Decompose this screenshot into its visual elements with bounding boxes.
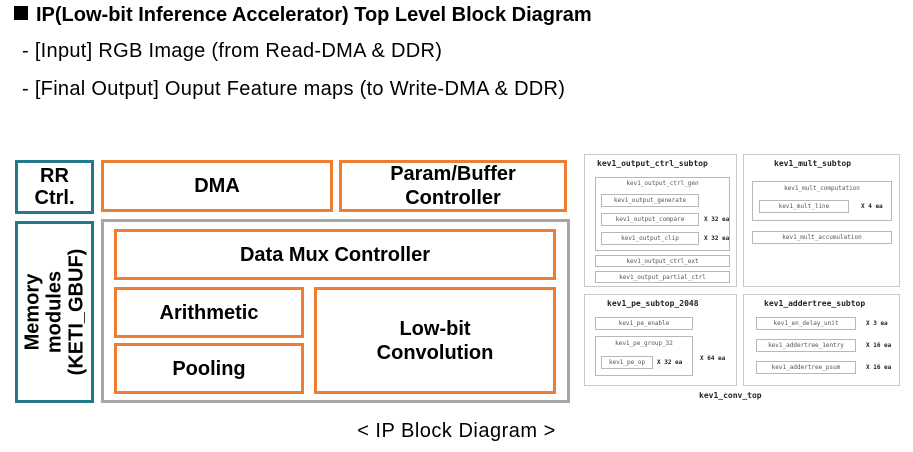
pe-group-32: kev1_pe_group_32 kev1_pe_op X 32 ea <box>595 336 693 376</box>
rr-ctrl-block: RR Ctrl. <box>15 160 94 214</box>
mult-subtop-panel: kev1_mult_subtop kev1_mult_computation k… <box>743 154 900 287</box>
dma-label: DMA <box>194 175 240 197</box>
mult-computation-title: kev1_mult_computation <box>784 185 860 192</box>
lowbit-convolution-label: Low-bit Convolution <box>376 317 494 364</box>
arithmetic-block: Arithmetic <box>114 287 304 338</box>
slide-title-text: IP(Low-bit Inference Accelerator) Top Le… <box>36 4 592 26</box>
mult-accumulation-box: kev1_mult_accumulation <box>752 231 892 244</box>
en-delay-multiplier: X 3 ea <box>866 320 888 327</box>
en-delay-unit-box: kev1_en_delay_unit <box>756 317 856 330</box>
param-buffer-block: Param/Buffer Controller <box>339 160 567 212</box>
slide-title: IP(Low-bit Inference Accelerator) Top Le… <box>14 4 592 27</box>
addertree-subtop-panel: kev1_addertree_subtop kev1_en_delay_unit… <box>743 294 900 386</box>
input-bullet: - [Input] RGB Image (from Read-DMA & DDR… <box>22 40 443 62</box>
addertree-psum-multiplier: X 16 ea <box>866 364 892 371</box>
mult-line-multiplier: X 4 ea <box>861 203 883 210</box>
pe-op-multiplier: X 32 ea <box>657 359 683 366</box>
output-compare-multiplier: X 32 ea <box>704 216 730 223</box>
mult-subtop-title: kev1_mult_subtop <box>774 159 852 168</box>
memory-modules-block: Memory modules (KETI_GBUF) <box>15 221 94 403</box>
lowbit-convolution-block: Low-bit Convolution <box>314 287 556 394</box>
dma-block: DMA <box>101 160 333 212</box>
output-partial-ctrl-box: kev1_output_partial_ctrl <box>595 271 730 283</box>
addertree-1entry-box: kev1_addertree_1entry <box>756 339 856 352</box>
rtl-hierarchy-diagram: kev1_output_ctrl_subtop kev1_output_ctrl… <box>581 151 903 403</box>
pe-subtop-title: kev1_pe_subtop_2048 <box>607 299 699 308</box>
pooling-label: Pooling <box>172 357 246 380</box>
square-bullet-icon <box>14 6 28 20</box>
data-mux-label: Data Mux Controller <box>239 243 431 266</box>
mult-line-box: kev1_mult_line <box>759 200 849 213</box>
output-ctrl-gen-group: kev1_output_ctrl_gen kev1_output_generat… <box>595 177 730 251</box>
output-ctrl-gen-title: kev1_output_ctrl_gen <box>626 180 699 187</box>
output-clip-box: kev1_output_clip <box>601 232 699 245</box>
param-buffer-label: Param/Buffer Controller <box>390 163 516 209</box>
rr-ctrl-label: RR Ctrl. <box>34 165 75 209</box>
pe-subtop-panel: kev1_pe_subtop_2048 kev1_pe_enable kev1_… <box>584 294 737 386</box>
output-bullet: - [Final Output] Ouput Feature maps (to … <box>22 78 566 100</box>
pe-group-title: kev1_pe_group_32 <box>615 340 673 347</box>
output-generate-box: kev1_output_generate <box>601 194 699 207</box>
addertree-psum-box: kev1_addertree_psum <box>756 361 856 374</box>
pe-op-box: kev1_pe_op <box>601 356 653 369</box>
pooling-block: Pooling <box>114 343 304 394</box>
diagram-caption: < IP Block Diagram > <box>357 420 556 442</box>
addertree-subtop-title: kev1_addertree_subtop <box>764 299 866 308</box>
output-ctrl-ext-box: kev1_output_ctrl_ext <box>595 255 730 267</box>
arithmetic-label: Arithmetic <box>159 301 259 324</box>
addertree-1entry-multiplier: X 16 ea <box>866 342 892 349</box>
output-ctrl-subtop-panel: kev1_output_ctrl_subtop kev1_output_ctrl… <box>584 154 737 287</box>
output-compare-box: kev1_output_compare <box>601 213 699 226</box>
memory-modules-label: Memory modules (KETI_GBUF) <box>21 248 88 376</box>
conv-top-label: kev1_conv_top <box>699 391 762 400</box>
pe-group-multiplier: X 64 ea <box>700 355 726 362</box>
pe-enable-box: kev1_pe_enable <box>595 317 693 330</box>
output-ctrl-subtop-title: kev1_output_ctrl_subtop <box>597 159 708 168</box>
mult-computation-group: kev1_mult_computation kev1_mult_line X 4… <box>752 181 892 221</box>
output-clip-multiplier: X 32 ea <box>704 235 730 242</box>
data-mux-controller-block: Data Mux Controller <box>114 229 556 280</box>
